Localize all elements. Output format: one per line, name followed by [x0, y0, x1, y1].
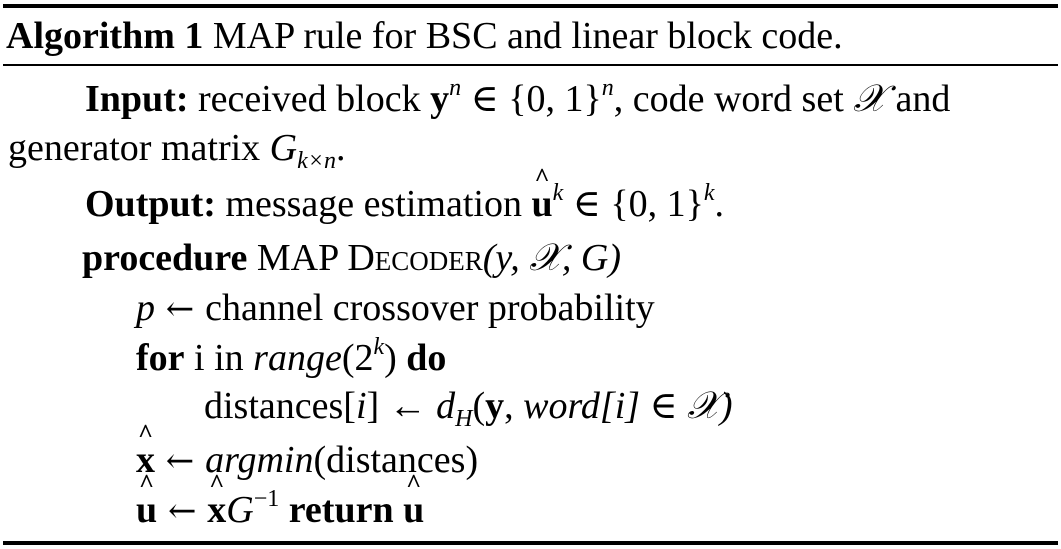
input-codeset: 𝒳: [853, 76, 886, 120]
input-y-var: y: [430, 78, 450, 120]
input-set-sup: n: [601, 75, 614, 101]
procedure-line: procedure MAP Decoder(y, 𝒳, G): [82, 236, 621, 280]
step-argmin: ^x ← argmin(distances): [136, 421, 479, 483]
bottom-rule: [3, 541, 1058, 545]
hat-accent: ^: [534, 163, 550, 192]
dist-text: distances[: [204, 385, 356, 427]
arrow: ←: [155, 289, 206, 329]
procedure-args: (y, 𝒳, G): [482, 237, 621, 279]
g-sup: −1: [253, 486, 280, 512]
p-var: p: [136, 287, 155, 329]
x-var: x: [136, 439, 155, 481]
hat-accent: ^: [406, 469, 422, 498]
argmin-arg: (distances): [313, 439, 479, 481]
dh-comma: ,: [504, 385, 524, 427]
step-distance: distances[i] ← dH(y, word[i] ∈ 𝒳): [204, 384, 733, 431]
hat-accent: ^: [209, 469, 225, 498]
input-g-var: G: [269, 127, 298, 169]
step-p: p ← channel crossover probability: [136, 286, 655, 331]
input-text: received block: [188, 78, 431, 120]
output-set: ∈ {0, 1}: [563, 183, 704, 225]
algorithm-title: MAP rule for BSC and linear block code.: [203, 15, 843, 57]
output-set-sup: k: [703, 180, 715, 206]
input-label: Input:: [85, 78, 189, 120]
u-var: u: [136, 489, 158, 531]
range-arg: (2: [341, 337, 374, 379]
for-keyword: for: [136, 337, 185, 379]
input-g-sub: k×n: [297, 148, 336, 174]
algorithm-caption: Algorithm 1 MAP rule for BSC and linear …: [6, 14, 843, 58]
procedure-name-b: Decoder: [347, 237, 483, 279]
dh-open: (: [472, 385, 486, 427]
output-line: Output: message estimation ^uk ∈ {0, 1}k…: [85, 165, 725, 226]
range-sup: k: [373, 334, 385, 360]
output-period: .: [714, 183, 725, 225]
do-keyword: do: [406, 337, 447, 379]
input-text-c: and: [885, 78, 951, 120]
return-keyword: return: [288, 489, 394, 531]
arrow: ←: [155, 441, 206, 481]
argmin-fn: argmin: [205, 439, 314, 481]
dist-index: i: [355, 385, 367, 427]
input-period: .: [335, 127, 346, 169]
range-fn: range: [253, 337, 342, 379]
input-y-sup: n: [449, 75, 462, 101]
input-text-b: , code word set: [613, 78, 854, 120]
hat-accent: ^: [139, 469, 155, 498]
range-close: ): [384, 337, 407, 379]
dh-y: y: [485, 385, 505, 427]
input-line: Input: received block yn ∈ {0, 1}n, code…: [85, 76, 950, 121]
input-line-2: generator matrix Gk×n.: [8, 126, 346, 173]
dist-close: ] ←: [366, 385, 437, 427]
input-set: ∈ {0, 1}: [461, 78, 602, 120]
procedure-name-a: MAP: [247, 237, 348, 279]
output-u-var: u: [531, 183, 553, 225]
dh-var: d: [436, 385, 456, 427]
dh-word: word: [523, 385, 600, 427]
algorithm-label: Algorithm 1: [6, 15, 204, 57]
x-var-2: x: [207, 489, 227, 531]
step-for: for i in range(2k) do: [136, 334, 447, 380]
g-var: G: [226, 489, 254, 531]
procedure-keyword: procedure: [82, 237, 248, 279]
for-text: i in: [184, 337, 254, 379]
output-label: Output:: [85, 183, 216, 225]
step-return: ^u ← ^xG−1 return ^u: [136, 471, 425, 533]
hat-accent: ^: [137, 419, 154, 448]
output-text: message estimation: [215, 183, 532, 225]
top-rule: [3, 4, 1058, 8]
dh-index: [i] ∈ 𝒳): [599, 385, 733, 427]
p-text: channel crossover probability: [205, 287, 655, 329]
dh-sub: H: [455, 406, 473, 432]
caption-rule: [3, 64, 1058, 66]
output-u-sup: k: [552, 180, 564, 206]
input-text-d: generator matrix: [8, 127, 270, 169]
u-return: u: [403, 489, 425, 531]
arrow: ←: [157, 491, 208, 531]
